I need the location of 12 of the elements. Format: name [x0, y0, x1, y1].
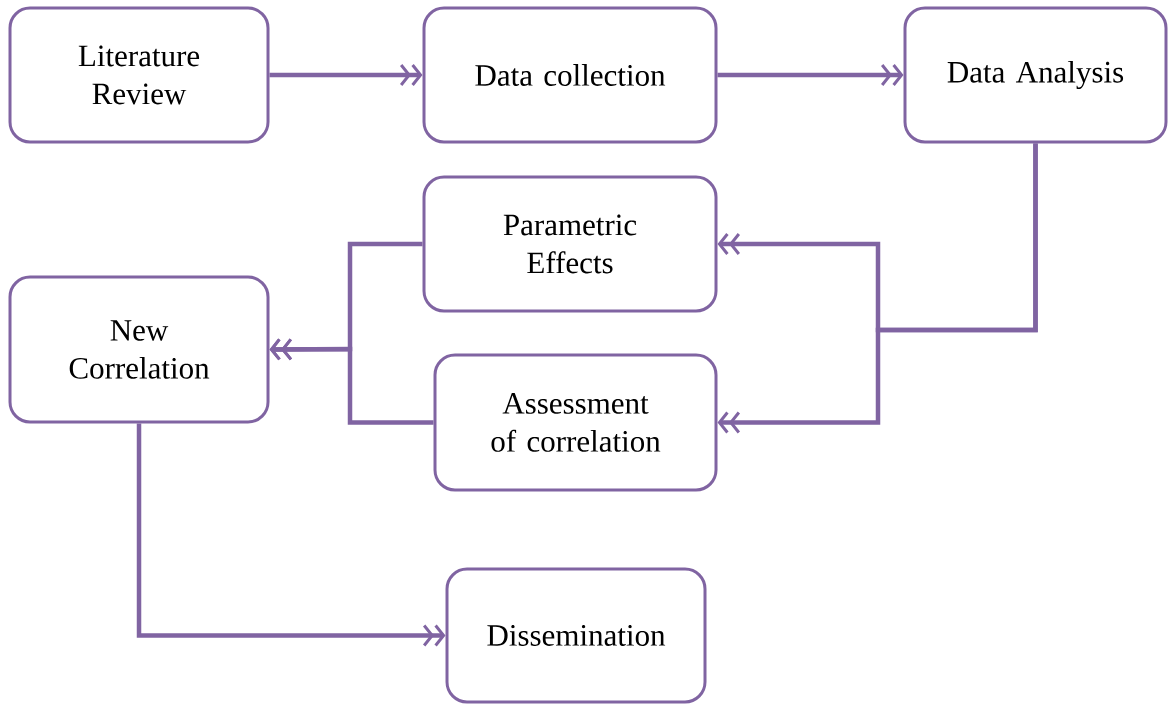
process-box: New Correlation — [8, 275, 270, 424]
arrow — [269, 338, 434, 425]
process-box: Data collection — [422, 6, 718, 144]
arrow — [717, 64, 904, 86]
process-box: Literature Review — [8, 6, 270, 144]
process-box: Data Analysis — [903, 6, 1168, 144]
arrow — [269, 64, 423, 86]
process-box: Parametric Effects — [422, 175, 718, 313]
process-box: Assessment of correlation — [433, 353, 718, 492]
process-box: Dissemination — [445, 567, 707, 704]
arrow — [136, 423, 446, 647]
arrow — [717, 143, 1038, 434]
